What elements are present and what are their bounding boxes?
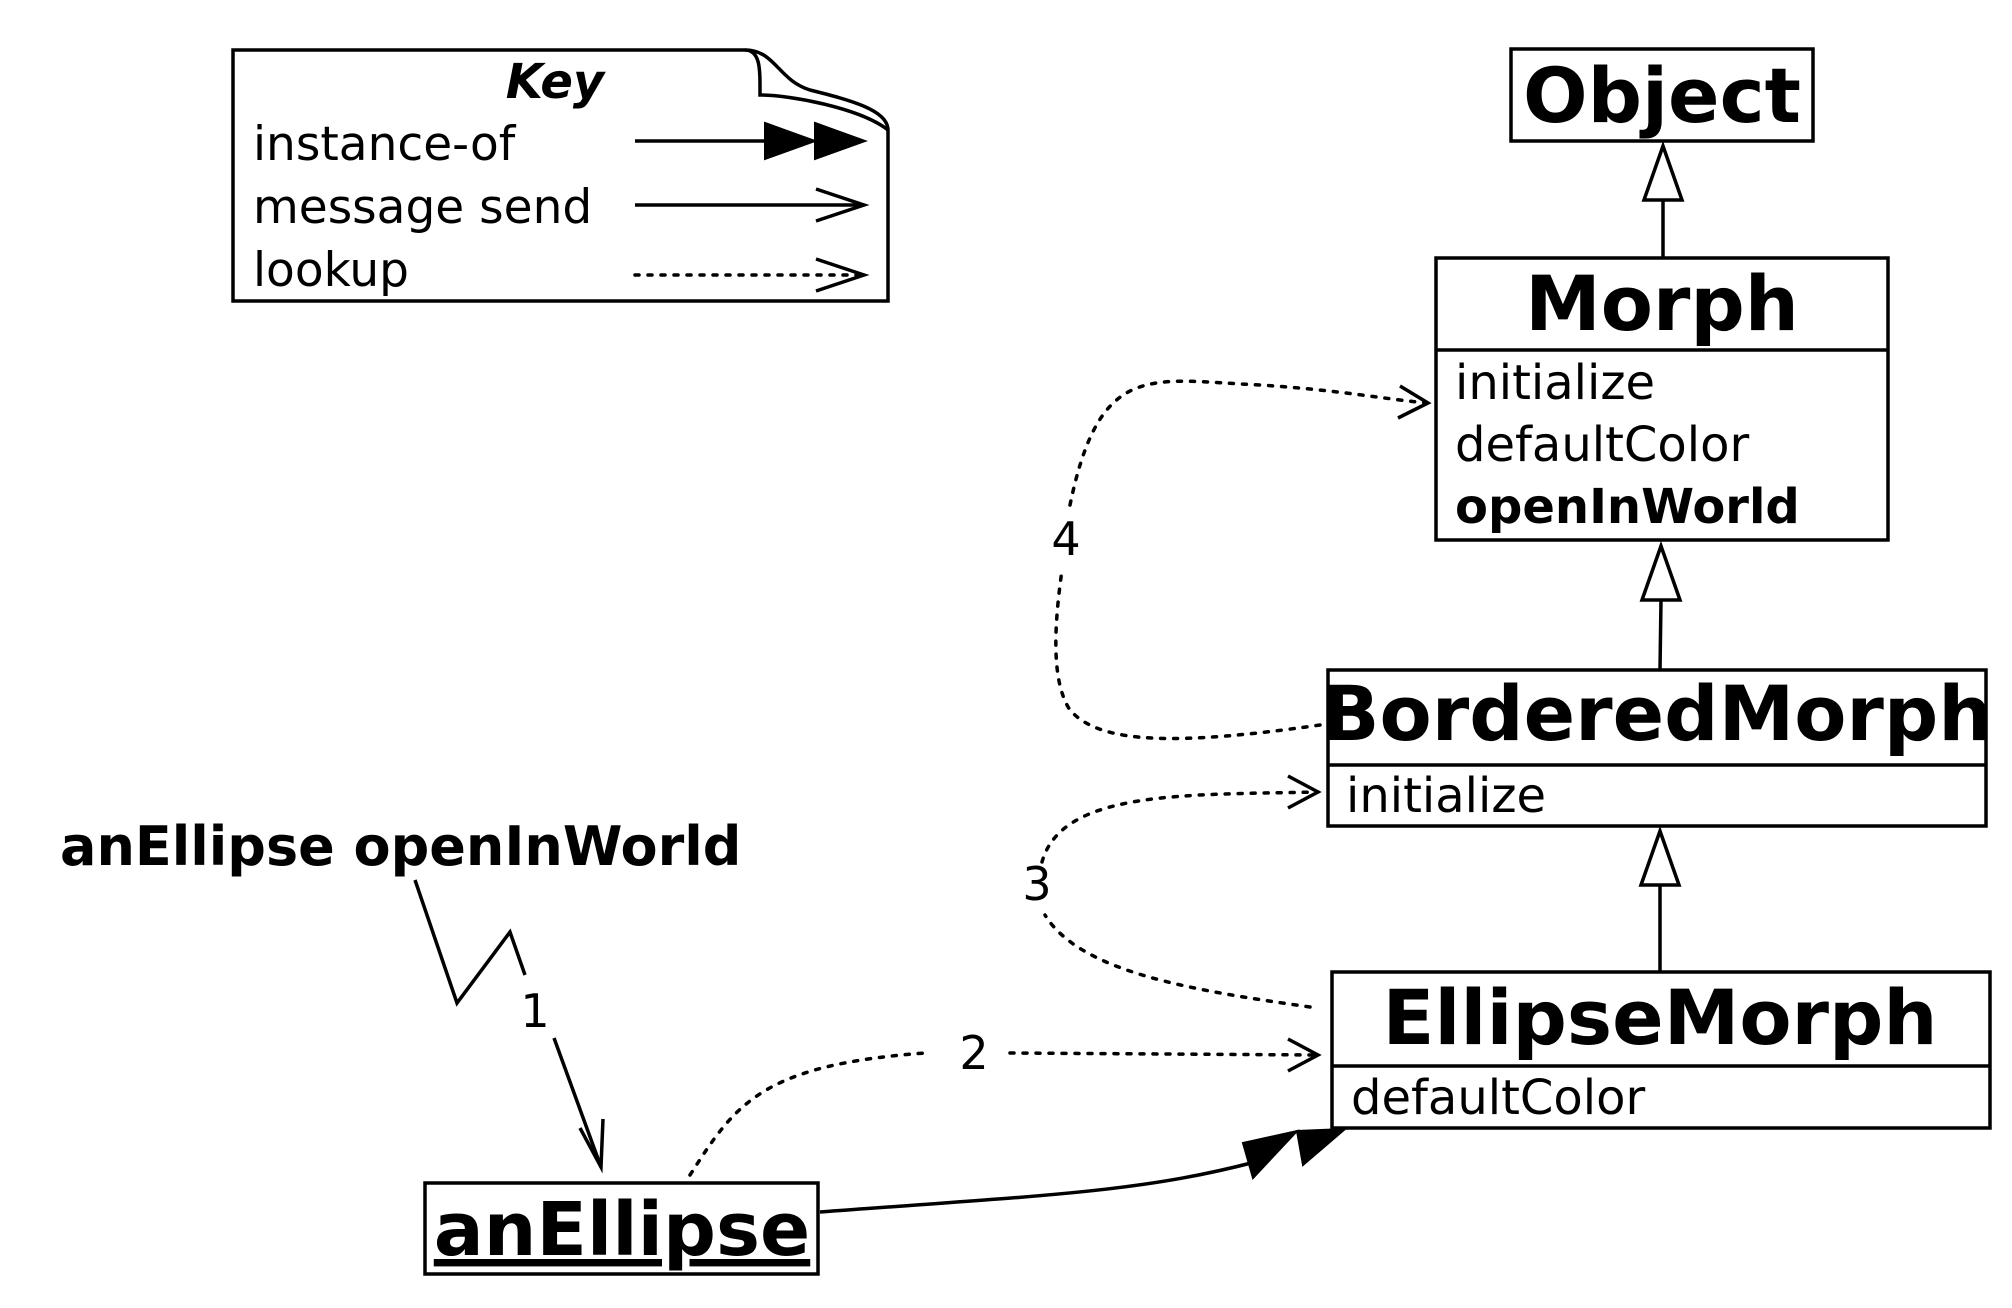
class-morph: Morph initialize defaultColor openInWorl… <box>1434 256 1890 542</box>
instance-of-arrowhead-1 <box>1241 1129 1300 1180</box>
key-instance-of-label: instance-of <box>253 117 517 172</box>
key-legend: Key instance-of message send lookup <box>231 48 890 303</box>
lookup-arrow-2 <box>688 1037 1322 1177</box>
lookup-arrowhead <box>1397 384 1432 420</box>
class-borderedmorph-name: BorderedMorph <box>1322 669 1993 758</box>
inheritance-borderedmorph-morph <box>1639 540 1683 671</box>
class-ellipsemorph-box <box>1330 970 1992 1130</box>
key-instance-of-arrowhead-2 <box>814 121 868 161</box>
class-borderedmorph-method-initialize: initialize <box>1346 768 1546 824</box>
instance-anellipse-name: anEllipse <box>434 1187 810 1273</box>
inheritance-arrowhead <box>1641 140 1685 202</box>
class-morph-method-initialize: initialize <box>1455 355 1655 411</box>
class-morph-box <box>1434 256 1890 542</box>
message-send-arrow <box>413 879 605 1174</box>
step-label-4: 4 <box>1051 512 1080 566</box>
inheritance-arrowhead <box>1638 825 1682 887</box>
lookup-arrow-4 <box>1054 379 1432 741</box>
step-label-1: 1 <box>520 984 549 1038</box>
class-ellipsemorph-method-defaultcolor: defaultColor <box>1351 1070 1645 1126</box>
key-message-send-arrowhead <box>815 187 870 223</box>
class-object-box <box>1509 47 1815 143</box>
lookup-arrow-3 <box>1040 774 1322 1009</box>
class-borderedmorph-box <box>1326 668 1988 828</box>
lookup-arrowhead <box>1287 774 1322 810</box>
step-label-2: 2 <box>959 1026 988 1080</box>
class-morph-method-openinworld: openInWorld <box>1455 479 1800 535</box>
class-ellipsemorph: EllipseMorph defaultColor <box>1330 970 1992 1130</box>
key-message-send-label: message send <box>253 180 592 235</box>
message-send-arrowhead <box>578 1118 605 1174</box>
key-lookup-label: lookup <box>253 243 409 298</box>
key-note-frame <box>231 48 890 303</box>
instance-of-arrow <box>819 1127 1348 1214</box>
class-ellipsemorph-name: EllipseMorph <box>1382 973 1937 1062</box>
message-text: anEllipse openInWorld <box>60 815 741 878</box>
inheritance-morph-object <box>1641 140 1685 258</box>
class-object: Object <box>1509 47 1815 143</box>
key-note-fold <box>744 48 890 132</box>
class-morph-name: Morph <box>1525 259 1799 348</box>
instance-of-arrowhead-2 <box>1295 1127 1348 1167</box>
key-instance-of-arrowhead-1 <box>764 121 818 161</box>
instance-anellipse: anEllipse <box>423 1181 820 1276</box>
lookup-arrowhead <box>1287 1037 1322 1073</box>
class-borderedmorph: BorderedMorph initialize <box>1322 668 1993 828</box>
key-lookup-arrowhead <box>815 257 870 293</box>
key-title: Key <box>506 54 606 110</box>
step-label-3: 3 <box>1022 857 1051 911</box>
class-object-name: Object <box>1523 51 1801 140</box>
inheritance-arrowhead <box>1639 540 1683 602</box>
inheritance-ellipsemorph-borderedmorph <box>1638 825 1682 972</box>
instance-anellipse-box <box>423 1181 820 1276</box>
class-morph-method-defaultcolor: defaultColor <box>1455 417 1749 473</box>
